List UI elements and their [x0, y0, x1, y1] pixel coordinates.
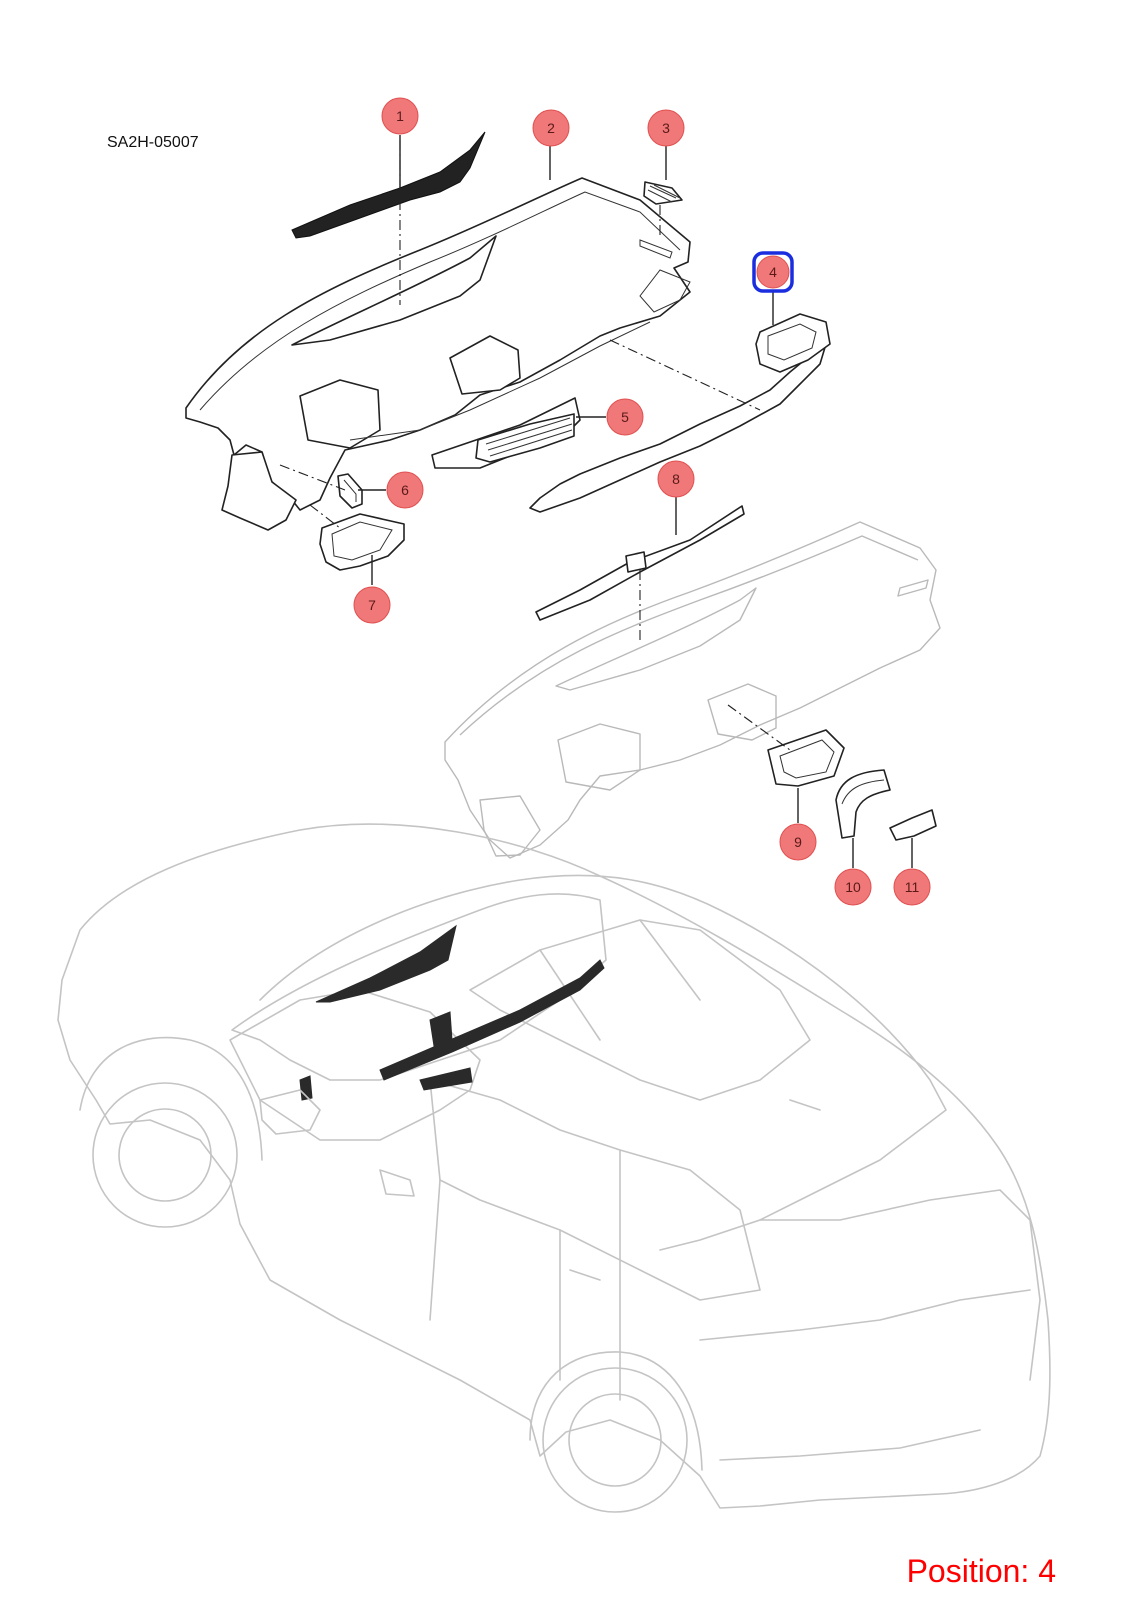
- ghost-left-opening: [557, 723, 641, 791]
- upper-trim-bracket-inner: [767, 323, 817, 361]
- defroster-trim-center: [625, 551, 647, 573]
- ghost-center-opening: [707, 683, 777, 741]
- callout-3[interactable]: 3: [647, 109, 685, 147]
- left-vent: [337, 473, 363, 509]
- callout-5-label: 5: [621, 409, 629, 425]
- callout-1-label: 1: [396, 108, 404, 124]
- car-dashboard-strip: [379, 959, 605, 1081]
- car-rear-wheel-inner: [568, 1393, 662, 1487]
- callout-8[interactable]: 8: [657, 460, 695, 498]
- dash-6: [279, 464, 346, 491]
- position-label: Position: 4: [907, 1553, 1056, 1589]
- car-dashboard-vents: [299, 1011, 473, 1101]
- callout-2[interactable]: 2: [532, 109, 570, 147]
- upper-trim-bracket: [755, 313, 831, 373]
- upper-dashboard-assembly: [185, 131, 831, 571]
- center-bezel: [767, 729, 845, 787]
- car-door-lines: [429, 1149, 621, 1401]
- car-dashboard-dark-trim: [315, 924, 457, 1003]
- ghost-windshield-opening: [555, 587, 757, 691]
- car-front-wheel-inner: [118, 1108, 212, 1202]
- car-body: [57, 823, 1051, 1509]
- callout-4-highlight: [752, 251, 794, 293]
- car-roof: [259, 874, 947, 1251]
- dashboard-right-support: [639, 269, 691, 313]
- lower-left-bracket-inner: [331, 521, 393, 561]
- dashboard-left-support: [221, 451, 297, 531]
- callout-6[interactable]: 6: [386, 471, 424, 509]
- clip-bracket: [889, 809, 937, 841]
- dashboard-left-opening: [299, 379, 381, 449]
- callout-4[interactable]: 4: [752, 251, 794, 293]
- callouts: 1 2 3 4 5 6 7 8: [353, 97, 931, 906]
- center-vent-grille: [475, 413, 575, 463]
- dashboard-windshield-opening: [291, 235, 497, 346]
- dashboard-right-vent-slot: [639, 239, 673, 259]
- car-rear-wheel: [542, 1367, 688, 1513]
- callout-8-label: 8: [672, 471, 680, 487]
- callout-11[interactable]: 11: [893, 868, 931, 906]
- car-dashboard-left-bracket: [259, 1089, 321, 1135]
- dash-7: [309, 504, 341, 529]
- ghost-vent-slot: [897, 579, 929, 597]
- ghost-dashboard-topline: [459, 535, 919, 736]
- dashboard-center-opening: [449, 335, 521, 395]
- car-door-handle: [569, 1099, 821, 1281]
- callout-6-label: 6: [401, 482, 409, 498]
- curved-console-trim: [835, 769, 891, 839]
- car-rear-body: [759, 1189, 1041, 1381]
- center-vent-slats: [485, 417, 573, 457]
- small-vent: [643, 181, 683, 205]
- callout-4-label: 4: [769, 264, 777, 280]
- dash-9: [727, 704, 791, 751]
- ghost-dashboard-panel: [444, 521, 941, 859]
- vehicle-outline: [57, 823, 1051, 1513]
- callout-10-label: 10: [845, 879, 861, 895]
- leader-lines: [358, 135, 913, 868]
- middle-dashboard-assembly: [444, 505, 941, 859]
- callout-11-label: 11: [905, 879, 920, 895]
- car-dashboard: [231, 893, 607, 1081]
- callout-7-label: 7: [368, 597, 376, 613]
- car-sunroof-divider: [539, 919, 701, 1041]
- diagram-code: SA2H-05007: [107, 134, 199, 151]
- callout-10[interactable]: 10: [834, 868, 872, 906]
- dash-4: [609, 339, 761, 411]
- car-windshield: [229, 989, 481, 1141]
- callout-2-label: 2: [547, 120, 555, 136]
- car-side-windows: [429, 1079, 761, 1301]
- dashboard-topline: [199, 191, 681, 411]
- center-bezel-inner: [779, 739, 835, 779]
- car-front-wheel: [92, 1082, 238, 1228]
- small-vent-slats: [647, 184, 681, 203]
- car-wheel-arches: [79, 1036, 703, 1471]
- car-sunroof: [469, 919, 811, 1101]
- upper-dark-trim: [291, 131, 486, 239]
- curved-console-trim-edge: [841, 779, 885, 805]
- dashboard-lower-edge: [349, 321, 651, 441]
- left-vent-inner: [343, 479, 357, 502]
- callout-5[interactable]: 5: [606, 398, 644, 436]
- car-tail-lights: [699, 1289, 1031, 1461]
- callout-9[interactable]: 9: [779, 823, 817, 861]
- ghost-left-support: [479, 795, 541, 857]
- callout-9-label: 9: [794, 834, 802, 850]
- callout-7[interactable]: 7: [353, 586, 391, 624]
- callout-1[interactable]: 1: [381, 97, 419, 135]
- car-mirror: [379, 1169, 415, 1197]
- callout-3-label: 3: [662, 120, 670, 136]
